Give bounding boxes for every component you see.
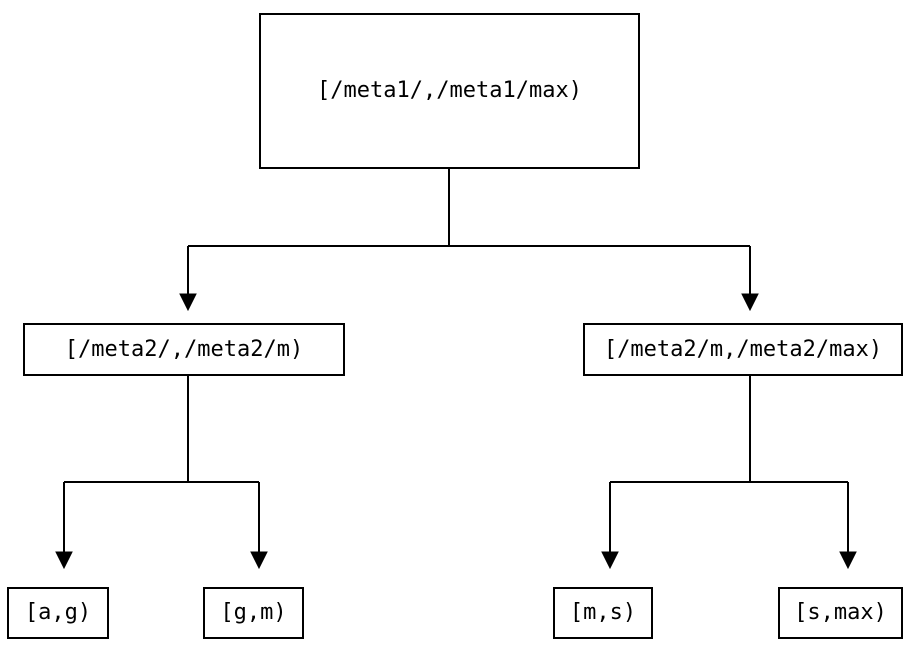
node-leaf-smax: [s,max) [778, 587, 903, 639]
node-leaf-smax-label: [s,max) [794, 600, 887, 625]
arrow-down-icon [601, 551, 619, 570]
node-right-child-label: [/meta2/m,/meta2/max) [603, 336, 883, 362]
node-leaf-gm-label: [g,m) [220, 600, 287, 625]
edge-root-to-children [179, 169, 759, 312]
node-root: [/meta1/,/meta1/max) [259, 13, 640, 169]
node-right-child: [/meta2/m,/meta2/max) [583, 323, 903, 376]
arrow-down-icon [839, 551, 857, 570]
node-root-label: [/meta1/,/meta1/max) [317, 78, 582, 103]
node-leaf-ag-label: [a,g) [24, 600, 92, 625]
node-left-child: [/meta2/,/meta2/m) [23, 323, 345, 376]
edge-right-child-to-leaves [601, 376, 857, 570]
node-left-child-label: [/meta2/,/meta2/m) [64, 336, 304, 362]
arrow-down-icon [179, 293, 197, 312]
node-leaf-ag: [a,g) [7, 587, 109, 639]
node-leaf-ms: [m,s) [553, 587, 653, 639]
arrow-down-icon [741, 293, 759, 312]
arrow-down-icon [250, 551, 268, 570]
node-leaf-ms-label: [m,s) [569, 600, 637, 625]
arrow-down-icon [55, 551, 73, 570]
edge-left-child-to-leaves [55, 376, 268, 570]
node-leaf-gm: [g,m) [203, 587, 304, 639]
